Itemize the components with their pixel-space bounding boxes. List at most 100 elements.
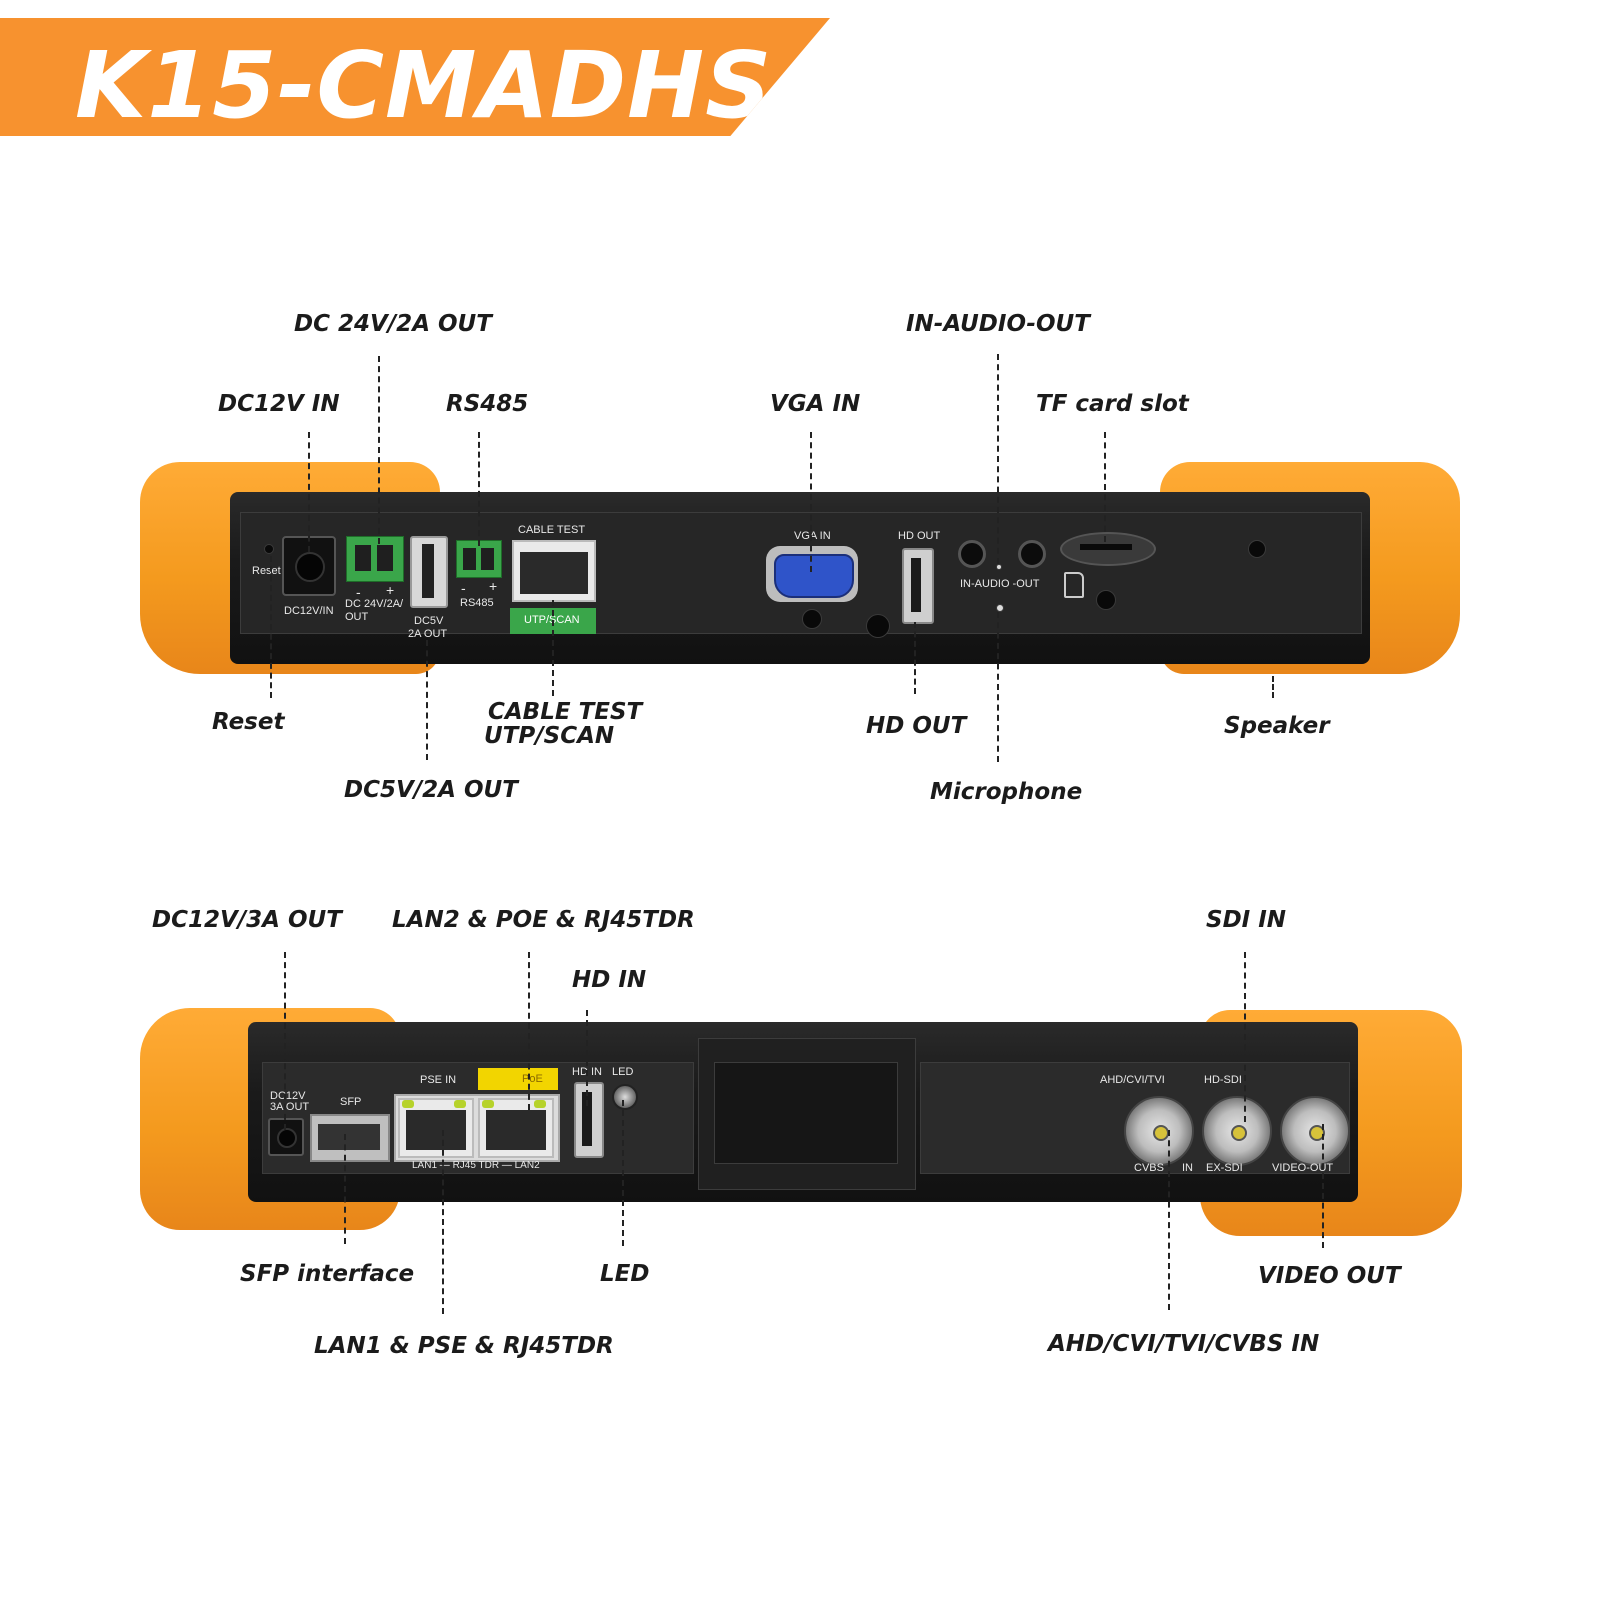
lan2-port[interactable] xyxy=(478,1098,554,1158)
lan1-port[interactable] xyxy=(398,1098,474,1158)
dc12v-in-jack[interactable] xyxy=(282,536,336,596)
audio-out-jack[interactable] xyxy=(1018,540,1046,568)
ahd-silk: AHD/CVI/TVI xyxy=(1100,1074,1165,1086)
callout-led: LED xyxy=(600,1261,650,1287)
in-silk: IN xyxy=(1182,1162,1193,1174)
callout-cable-test-line2: UTP/SCAN xyxy=(484,723,615,749)
dc24-silk-line2: OUT xyxy=(345,611,369,623)
vga-screw-left xyxy=(802,609,822,629)
lan2-led-left xyxy=(482,1100,494,1108)
callout-cable-test-line1: CABLE TEST xyxy=(488,699,643,725)
usb-dc5v-port[interactable] xyxy=(410,536,448,608)
dc12-out-silk-line1: DC12V xyxy=(270,1090,306,1102)
dc24-silk-line1: DC 24V/2A/ xyxy=(345,598,404,610)
callout-sdi-in: SDI IN xyxy=(1206,907,1287,933)
callout-lan1-pse: LAN1 & PSE & RJ45TDR xyxy=(314,1333,614,1359)
callout-microphone: Microphone xyxy=(930,779,1083,805)
leader-dc12v-3a-out xyxy=(284,952,286,1130)
leader-vga-in xyxy=(810,432,812,572)
utp-scan-silk: UTP/SCAN xyxy=(524,614,580,626)
leader-rs485 xyxy=(478,432,480,546)
leader-microphone xyxy=(997,612,999,762)
callout-dc12v-3a-out: DC12V/3A OUT xyxy=(152,907,342,933)
leader-ahd-cvbs xyxy=(1168,1130,1170,1310)
dc5v-silk-line1: DC5V xyxy=(414,615,444,627)
cvbs-silk: CVBS xyxy=(1134,1162,1164,1174)
leader-video-out xyxy=(1322,1124,1324,1248)
leader-sfp xyxy=(344,1134,346,1244)
leader-hd-in xyxy=(586,1010,588,1106)
hd-sdi-silk: HD-SDI xyxy=(1204,1074,1242,1086)
reset-hole[interactable] xyxy=(264,544,274,554)
rs485-terminal[interactable] xyxy=(456,540,502,578)
callout-vga-in: VGA IN xyxy=(770,391,861,417)
lan2-led-right xyxy=(534,1100,546,1108)
callout-rs485: RS485 xyxy=(446,391,529,417)
leader-cable-test xyxy=(552,600,554,696)
leader-lan1-pse xyxy=(442,1130,444,1314)
dc12v-in-silk: DC12V/IN xyxy=(284,605,334,617)
callout-dc24v-out: DC 24V/2A OUT xyxy=(294,311,492,337)
lan1-led-left xyxy=(402,1100,414,1108)
lan-strip-silk: LAN1 — RJ45 TDR — LAN2 xyxy=(412,1160,540,1171)
leader-dc12v-in xyxy=(308,432,310,552)
sfp-silk: SFP xyxy=(340,1096,362,1108)
in-audio-out-silk: IN-AUDIO -OUT xyxy=(960,578,1040,590)
leader-dc5v-out xyxy=(426,640,428,760)
callout-ahd-cvi-tvi-cvbs: AHD/CVI/TVI/CVBS IN xyxy=(1048,1331,1320,1357)
callout-in-audio-out: IN-AUDIO-OUT xyxy=(906,311,1090,337)
leader-dc24v-out xyxy=(378,356,380,544)
tf-card-icon xyxy=(1064,572,1084,598)
leader-lan2-poe xyxy=(528,952,530,1110)
tf-card-slot[interactable] xyxy=(1060,532,1156,566)
callout-dc5v-out: DC5V/2A OUT xyxy=(344,777,518,803)
dc12v-out-jack[interactable] xyxy=(268,1118,304,1156)
callout-tf-card-slot: TF card slot xyxy=(1036,391,1189,417)
hd-in-port[interactable] xyxy=(574,1082,604,1158)
callout-hd-out: HD OUT xyxy=(866,713,967,739)
microphone-hole xyxy=(996,604,1004,612)
leader-in-audio-out xyxy=(997,354,999,564)
cable-test-rj45-port[interactable] xyxy=(512,540,596,602)
reset-silk: Reset xyxy=(252,565,281,577)
bottom-center-plate xyxy=(714,1062,898,1164)
ex-sdi-silk: EX-SDI xyxy=(1206,1162,1243,1174)
audio-in-jack[interactable] xyxy=(958,540,986,568)
vga-in-silk: VGA IN xyxy=(794,530,831,542)
poe-silk: PoE xyxy=(522,1073,543,1085)
leader-reset xyxy=(270,556,272,698)
dc12-out-silk-line2: 3A OUT xyxy=(270,1101,310,1113)
callout-hd-in: HD IN xyxy=(572,967,647,993)
dc24-minus-silk: - xyxy=(356,584,361,600)
title-banner: K15-CMADHS xyxy=(0,18,830,136)
page-title: K15-CMADHS xyxy=(75,32,773,139)
callout-video-out: VIDEO OUT xyxy=(1258,1263,1401,1289)
poe-label-plate xyxy=(478,1068,558,1090)
led-silk: LED xyxy=(612,1066,634,1078)
callout-reset: Reset xyxy=(212,709,285,735)
dc24v-terminal[interactable] xyxy=(346,536,404,582)
lan1-led-right xyxy=(454,1100,466,1108)
speaker-hole xyxy=(1248,540,1266,558)
sfp-port[interactable] xyxy=(310,1114,390,1162)
hd-out-port[interactable] xyxy=(902,548,934,624)
cable-test-silk: CABLE TEST xyxy=(518,524,586,536)
leader-tf-card-slot xyxy=(1104,432,1106,542)
leader-led xyxy=(622,1100,624,1246)
hd-out-silk: HD OUT xyxy=(898,530,941,542)
hd-sdi-bnc[interactable] xyxy=(1202,1096,1272,1166)
rs485-plus-silk: + xyxy=(489,578,498,594)
vga-in-port[interactable] xyxy=(766,546,858,602)
status-led xyxy=(612,1084,638,1110)
audio-center-dot xyxy=(996,564,1002,570)
callout-sfp-interface: SFP interface xyxy=(240,1261,415,1287)
callout-speaker: Speaker xyxy=(1224,713,1330,739)
leader-sdi-in xyxy=(1244,952,1246,1122)
tf-screw-hole xyxy=(1096,590,1116,610)
ahd-cvbs-bnc[interactable] xyxy=(1124,1096,1194,1166)
dc5v-silk-line2: 2A OUT xyxy=(408,628,448,640)
vga-screw-right xyxy=(866,614,890,638)
video-out-bnc[interactable] xyxy=(1280,1096,1350,1166)
video-out-silk: VIDEO-OUT xyxy=(1272,1162,1334,1174)
leader-hd-out xyxy=(914,622,916,694)
